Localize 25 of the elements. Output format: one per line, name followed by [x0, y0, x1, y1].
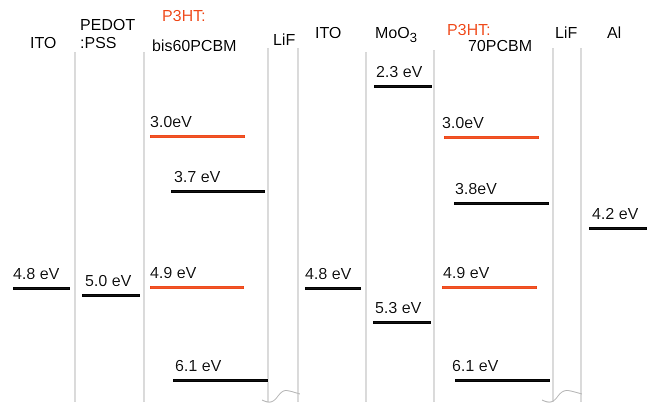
- layer-name: LiF: [273, 32, 296, 50]
- energy-value: 6.1 eV: [452, 358, 498, 376]
- layer-name: bis60PCBM: [152, 38, 236, 56]
- energy-value: 3.7 eV: [174, 169, 220, 187]
- layer-name: 70PCBM: [468, 38, 532, 56]
- energy-value: 4.8 eV: [305, 266, 352, 284]
- layer-name: PEDOT :PSS: [80, 17, 136, 53]
- layer-name: Al: [607, 25, 622, 43]
- energy-value: 4.9 eV: [150, 265, 196, 283]
- energy-value: 4.9 eV: [443, 265, 490, 283]
- energy-value: 4.2 eV: [592, 206, 638, 224]
- energy-value: 3.8eV: [455, 181, 497, 199]
- energy-value: 4.8 eV: [13, 266, 60, 284]
- layer-name: ITO: [315, 25, 342, 43]
- energy-value: 5.3 eV: [375, 300, 422, 318]
- layer-name: LiF: [555, 25, 578, 43]
- energy-value: 3.0eV: [150, 114, 192, 132]
- energy-value: 5.0 eV: [85, 273, 132, 291]
- layer-name: P3HT:: [162, 8, 206, 26]
- energy-value: 3.0eV: [442, 115, 484, 133]
- energy-value: 2.3 eV: [376, 64, 422, 82]
- layer-name: ITO: [30, 35, 56, 53]
- energy-value: 6.1 eV: [175, 358, 222, 376]
- layer-name: MoO$_{3}$: [375, 25, 418, 48]
- layer-name: P3HT:: [447, 22, 491, 40]
